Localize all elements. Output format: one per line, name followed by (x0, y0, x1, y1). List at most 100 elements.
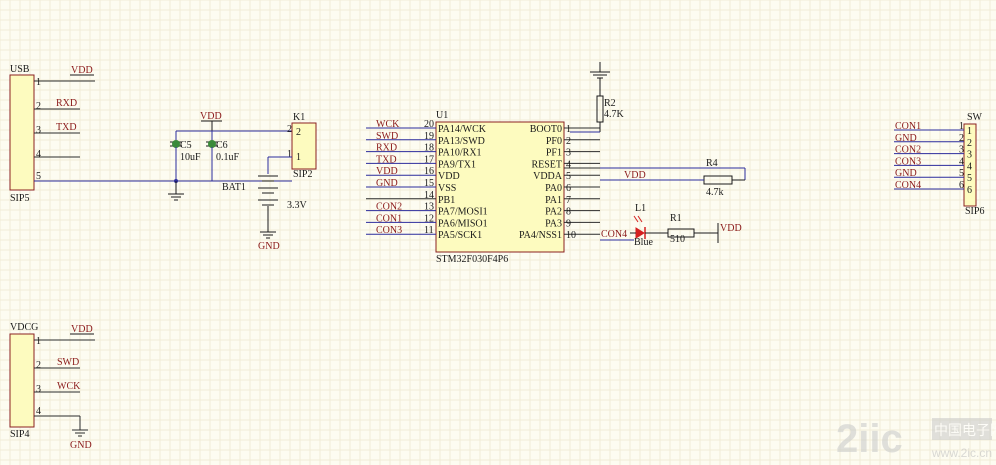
sw-pin-num: 1 (959, 121, 964, 132)
capacitor-c6[interactable]: C6 0.1uF (206, 140, 240, 181)
sw-pin-num: 4 (959, 156, 964, 167)
k1-pin-1: 1 (296, 152, 301, 163)
watermark-text: 中国电子网 (934, 422, 996, 438)
mcu-pin-net[interactable]: CON3 (376, 225, 402, 236)
sw-pin-net[interactable]: CON1 (895, 121, 921, 132)
sw-pin-net[interactable]: GND (895, 133, 917, 144)
mcu-pin-net[interactable]: VDD (376, 166, 398, 177)
battery-bat1[interactable]: BAT1 3.3V GND (222, 175, 308, 252)
sw-pin-net[interactable]: CON4 (895, 180, 921, 191)
usb-net-rxd: RXD (56, 98, 77, 109)
mcu-pin-net[interactable]: WCK (376, 119, 400, 130)
pa4-net-label: CON4 (601, 229, 627, 240)
mcu-pin-name: PA14/WCK (438, 124, 487, 135)
c6-ref: C6 (216, 140, 228, 151)
mcu-pin-name: PA0 (545, 183, 562, 194)
mcu-pin-num: 17 (424, 154, 434, 165)
mcu-pin-num: 9 (566, 218, 571, 229)
mcu-pin-num: 13 (424, 202, 434, 213)
r1-value: 510 (670, 234, 685, 245)
mcu-pin-name: PA13/SWD (438, 136, 485, 147)
mcu-pin-num: 20 (424, 119, 434, 130)
usb-net-vdd: VDD (71, 65, 93, 76)
r2-ref: R2 (604, 98, 616, 109)
mcu-body (435, 121, 565, 253)
vdcg-pin-2: 2 (36, 360, 41, 371)
mcu-pin-name: PA5/SCK1 (438, 230, 482, 241)
mcu-pin-name: PA1 (545, 195, 562, 206)
watermark-logo: 2iic (836, 417, 903, 461)
k1-pin-2-num: 2 (287, 124, 292, 135)
reset-circuit[interactable]: R4 4.7k VDD (564, 158, 746, 198)
mcu-right-pins: 1BOOT02PF03PF14RESET5VDDA6PA07PA18PA29PA… (519, 124, 600, 241)
mcu-pin-net[interactable]: CON2 (376, 202, 402, 213)
mcu-part: STM32F030F4P6 (436, 254, 508, 265)
mcu-pin-net[interactable]: TXD (376, 154, 397, 165)
sw-pin-label: 5 (967, 173, 972, 184)
led-circuit[interactable]: CON4 L1 Blue R1 510 VDD (600, 203, 742, 248)
k1-pin-1-num: 1 (287, 149, 292, 160)
decoupling-caps[interactable]: VDD C5 10uF C6 0.1uF (168, 111, 292, 201)
mcu-pin-name: VDDA (533, 171, 563, 182)
boot0-circuit[interactable]: R2 4.7K (570, 62, 625, 133)
sw-pin-label: 4 (967, 161, 972, 172)
mcu-pin-name: PA4/NSS1 (519, 230, 562, 241)
vdcg-ref: VDCG (10, 322, 38, 333)
bat-gnd-label: GND (258, 241, 280, 252)
mcu-pin-name: PA2 (545, 207, 562, 218)
mcu-pin-num: 6 (566, 183, 571, 194)
mcu-pin-net[interactable]: GND (376, 178, 398, 189)
sw-pin-num: 5 (959, 168, 964, 179)
sw-pin-net[interactable]: GND (895, 168, 917, 179)
mcu-pin-name: PA6/MISO1 (438, 218, 488, 229)
usb-pin-2: 2 (36, 101, 41, 112)
vdcg-connector-body (9, 333, 35, 428)
mcu-pin-name: PA10/RX1 (438, 148, 482, 159)
vdcg-connector[interactable]: VDCG SIP4 1 2 3 4 VDD SWD WCK GND (9, 322, 95, 451)
capacitor-c5[interactable]: C5 10uF (170, 140, 201, 181)
r2-value: 4.7K (604, 109, 625, 120)
mcu-pin-net[interactable]: SWD (376, 131, 398, 142)
usb-connector[interactable]: USB SIP5 1 2 3 4 5 VDD RXD TXD (9, 64, 292, 204)
vdcg-net-wck: WCK (57, 381, 81, 392)
l1-color: Blue (634, 237, 653, 248)
sw-pin-label: 6 (967, 185, 972, 196)
sw-pin-label: 1 (967, 126, 972, 137)
usb-pin-5: 5 (36, 171, 41, 182)
site-watermark: 2iic 中国电子网 www.2ic.cn (836, 417, 996, 461)
mcu-pin-num: 5 (566, 171, 571, 182)
sw-pin-label: 2 (967, 138, 972, 149)
sw-pin-net[interactable]: CON3 (895, 156, 921, 167)
vdcg-net-gnd: GND (70, 440, 92, 451)
mcu-pin-name: PA9/TX1 (438, 159, 476, 170)
mcu-pin-name: RESET (531, 159, 562, 170)
mcu-pin-num: 16 (424, 166, 434, 177)
sw-pin-num: 2 (959, 133, 964, 144)
r1-ref: R1 (670, 213, 682, 224)
k1-switch-connector[interactable]: K1 2 1 SIP2 2 1 (267, 112, 317, 180)
c6-value: 0.1uF (216, 152, 240, 163)
vdcg-net-vdd: VDD (71, 324, 93, 335)
sw-part: SIP6 (965, 206, 984, 217)
k1-ref: K1 (293, 112, 305, 123)
sw-pin-label: 3 (967, 150, 972, 161)
k1-pin-2: 2 (296, 127, 301, 138)
c5-ref: C5 (180, 140, 192, 151)
mcu-pin-name: BOOT0 (530, 124, 562, 135)
usb-connector-body (9, 74, 35, 191)
c5-value: 10uF (180, 152, 201, 163)
mcu-pin-num: 15 (424, 178, 434, 189)
mcu-pin-name: PA3 (545, 218, 562, 229)
mcu-pin-net[interactable]: CON1 (376, 213, 402, 224)
k1-body (291, 122, 317, 170)
mcu-pin-net[interactable]: RXD (376, 143, 397, 154)
sw-pin-net[interactable]: CON2 (895, 145, 921, 156)
vdcg-net-swd: SWD (57, 357, 79, 368)
mcu-pin-num: 14 (424, 190, 434, 201)
vdcg-part: SIP4 (10, 429, 29, 440)
mcu-pin-name: PF0 (546, 136, 562, 147)
